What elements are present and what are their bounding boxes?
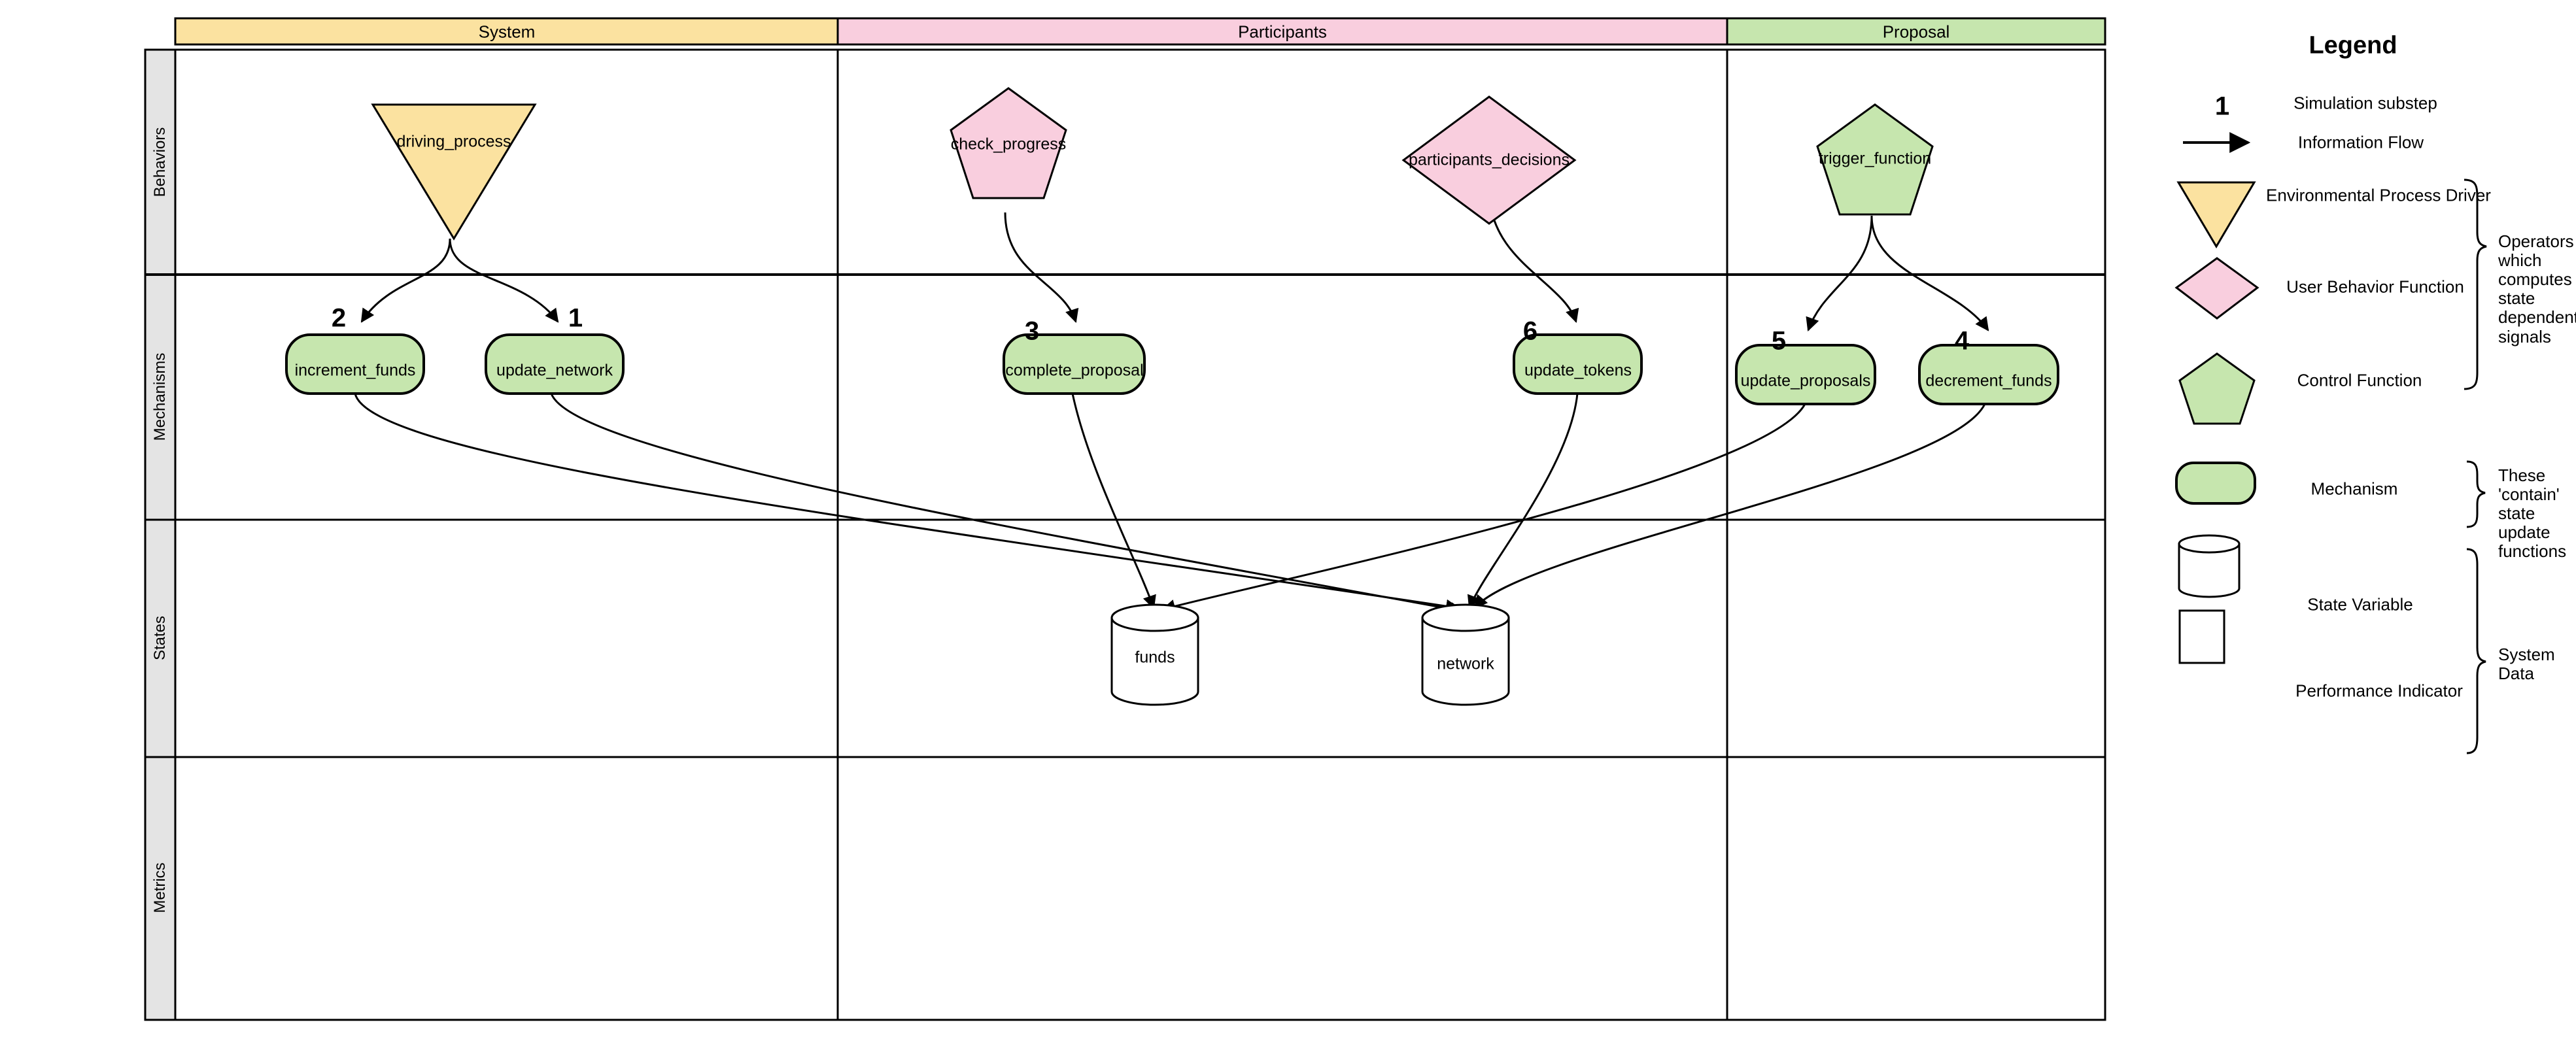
legend-label-user-behavior-function: User Behavior Function [2286,277,2464,297]
edge-trigger-to-decrement [1870,215,1989,331]
column-header-system [174,17,839,46]
substep-number-increment-funds: 2 [331,303,347,333]
row-label-states: States [151,615,169,661]
edge-tokens-to-network [1467,393,1579,609]
mechanism-label-update-proposals: update_proposals [1740,371,1871,390]
legend-glyph-rect [2178,609,2225,664]
edge-check-to-complete [1004,212,1079,323]
row-label-behaviors: Behaviors [151,127,169,197]
mechanism-shape-update-network[interactable] [485,333,625,395]
column-header-label-participants: Participants [1238,22,1327,42]
behavior-label-participants-decisions: participants_decisions [1409,150,1570,169]
legend-title: Legend [2309,31,2397,59]
legend-brace-mechanism [2466,460,2486,528]
grid-body [174,48,2106,1021]
behavior-shape-check-progress[interactable] [950,87,1067,199]
legend-label-mechanism: Mechanism [2310,479,2398,499]
edge-driving-to-update-network [449,238,559,323]
edge-decrement-to-network [1473,403,1986,609]
legend-label-state-variable: State Variable [2307,594,2413,615]
legend-label-information-flow: Information Flow [2297,132,2424,152]
substep-number-decrement-funds: 4 [1954,326,1970,356]
mechanism-shape-complete-proposal[interactable] [1003,333,1146,395]
legend-label-control-function: Control Function [2297,370,2422,390]
column-header-participants [836,17,1728,46]
legend-note-mechanism: These 'contain' state update functions [2498,465,2567,562]
mechanism-label-complete-proposal: complete_proposal [1005,361,1144,380]
legend-label-performance-indicator: Performance Indicator [2295,681,2463,701]
state-shape-funds[interactable] [1110,603,1199,706]
legend-glyph-inverted-triangle [2176,181,2256,248]
substep-number-update-tokens: 6 [1522,316,1538,346]
state-label-funds: funds [1135,648,1175,667]
mechanism-shape-decrement-funds[interactable] [1918,344,2059,405]
substep-number-update-network: 1 [568,303,583,333]
edge-complete-to-funds [1071,393,1156,609]
behavior-label-check-progress: check_progress [950,135,1067,154]
behavior-shape-trigger-function[interactable] [1816,103,1934,216]
mechanism-label-increment-funds: increment_funds [294,361,416,380]
mechanism-shape-update-proposals[interactable] [1735,344,1876,405]
behavior-label-driving-process: driving_process [396,132,511,151]
column-header-label-system: System [478,22,536,42]
legend-brace-operators [2464,178,2487,390]
edge-trigger-to-proposals [1806,215,1873,331]
substep-number-update-proposals: 5 [1771,326,1787,356]
legend-sample-simulation-substep: 1 [2214,92,2230,121]
mechanism-label-update-tokens: update_tokens [1524,361,1632,380]
legend-label-environmental-process-driver: Environmental Process Driver [2266,185,2491,205]
behavior-shape-participants-decisions[interactable] [1401,95,1577,225]
mechanism-label-decrement-funds: decrement_funds [1925,371,2052,390]
edge-updatenetwork-to-network [550,393,1465,616]
state-shape-network[interactable] [1421,603,1510,706]
column-header-label-proposal: Proposal [1882,22,1950,42]
behavior-shape-driving-process[interactable] [371,103,537,241]
legend-glyph-cylinder [2178,534,2241,598]
row-label-metrics: Metrics [151,862,169,913]
legend-glyph-rounded-rect [2175,462,2256,505]
legend-note-system-data: System Data [2498,645,2555,684]
legend-glyph-pentagon [2178,352,2256,425]
legend-note-operators: Operators which computes state dependent… [2498,231,2576,346]
mechanism-label-update-network: update_network [496,361,613,380]
row-label-mechanisms: Mechanisms [151,352,169,441]
substep-number-complete-proposal: 3 [1024,316,1040,346]
state-label-network: network [1437,654,1494,673]
column-header-proposal [1726,17,2106,46]
mechanism-shape-update-tokens[interactable] [1513,333,1643,395]
edge-proposals-to-funds [1161,403,1806,613]
legend-brace-system-data [2466,548,2486,754]
edge-increment-to-network [354,393,1460,613]
mechanism-shape-increment-funds[interactable] [285,333,425,395]
legend-label-simulation-substep: Simulation substep [2293,93,2437,113]
edge-driving-to-increment [360,238,451,323]
legend-glyph-diamond [2174,257,2259,320]
behavior-label-trigger-function: trigger_function [1818,149,1932,168]
